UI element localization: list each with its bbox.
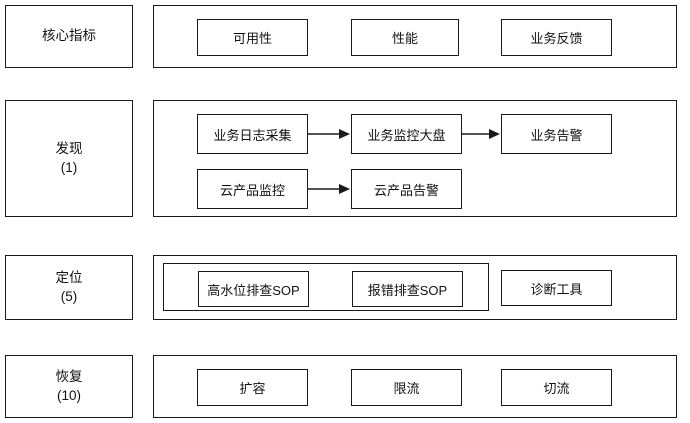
node-label: 限流: [393, 381, 420, 396]
node-business-alert[interactable]: 业务告警: [501, 114, 612, 154]
category-box-localization[interactable]: 定位 (5): [5, 255, 133, 320]
category-label: 恢复: [55, 369, 83, 385]
node-label: 业务告警: [530, 127, 583, 143]
node-label: 云产品监控: [219, 182, 285, 198]
category-label: 发现: [55, 141, 83, 157]
node-traffic-switch[interactable]: 切流: [501, 369, 612, 406]
category-label: 核心指标: [42, 28, 96, 44]
node-label: 业务反馈: [530, 31, 583, 46]
node-performance[interactable]: 性能: [351, 19, 459, 56]
node-rate-limit[interactable]: 限流: [351, 369, 462, 406]
node-cloud-product-alert[interactable]: 云产品告警: [351, 169, 462, 209]
category-count: (1): [60, 159, 78, 175]
node-label: 云产品告警: [373, 182, 439, 198]
node-label: 可用性: [232, 31, 272, 46]
arrow-dashboard-to-alert: [462, 128, 501, 139]
node-availability[interactable]: 可用性: [197, 19, 308, 56]
group-box-detection: 业务日志采集 业务监控大盘 业务告警 云产品监控: [153, 100, 677, 217]
node-business-log-collection[interactable]: 业务日志采集: [197, 114, 308, 154]
node-label: 业务日志采集: [213, 127, 292, 143]
category-count: (10): [56, 387, 81, 403]
category-label: 定位: [55, 270, 83, 286]
arrow-cloud-monitor-to-cloud-alert: [308, 183, 351, 194]
arrow-log-to-dashboard: [308, 128, 351, 139]
subgroup-sop-collection: 高水位排查SOP 报错排查SOP: [163, 263, 489, 311]
node-high-watermark-sop[interactable]: 高水位排查SOP: [198, 271, 309, 307]
node-label: 扩容: [239, 381, 266, 396]
group-box-core-metrics: 可用性 性能 业务反馈: [153, 5, 677, 68]
node-diagnostic-tool[interactable]: 诊断工具: [501, 270, 612, 306]
node-cloud-product-monitor[interactable]: 云产品监控: [197, 169, 308, 209]
node-business-feedback[interactable]: 业务反馈: [501, 19, 612, 56]
node-label: 切流: [543, 381, 570, 396]
category-box-recovery[interactable]: 恢复 (10): [5, 355, 133, 418]
category-count: (5): [60, 288, 78, 304]
node-label: 业务监控大盘: [367, 127, 446, 143]
node-label: 报错排查SOP: [367, 282, 448, 298]
node-business-monitor-dashboard[interactable]: 业务监控大盘: [351, 114, 462, 154]
category-box-core-metrics[interactable]: 核心指标: [5, 5, 133, 68]
node-label: 诊断工具: [530, 281, 583, 297]
node-label: 性能: [391, 31, 418, 46]
node-label: 高水位排查SOP: [207, 282, 300, 298]
category-box-detection[interactable]: 发现 (1): [5, 100, 133, 217]
group-box-localization: 高水位排查SOP 报错排查SOP 诊断工具: [153, 255, 677, 320]
node-error-troubleshooting-sop[interactable]: 报错排查SOP: [352, 271, 463, 307]
group-box-recovery: 扩容 限流 切流: [153, 355, 677, 418]
node-scale-out[interactable]: 扩容: [197, 369, 308, 406]
